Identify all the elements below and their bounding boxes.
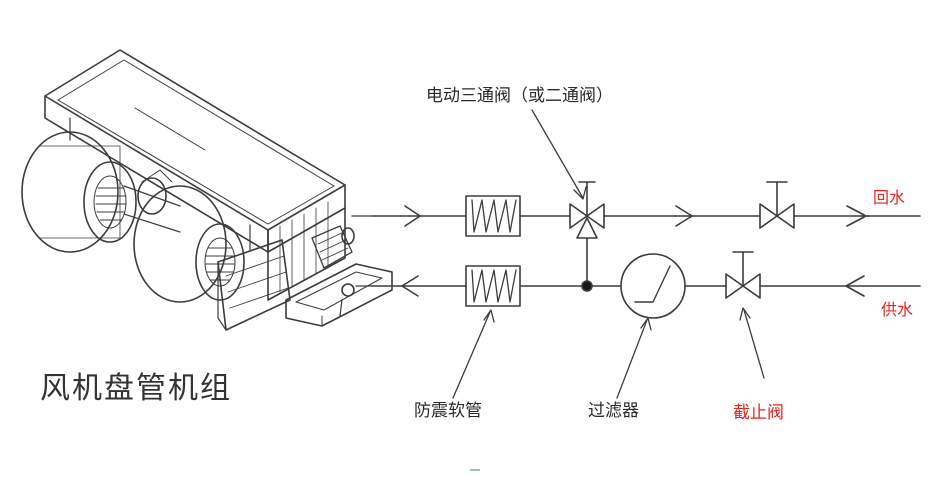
- hose-supply: [465, 265, 521, 307]
- stop-valve-label: 截止阀: [733, 403, 784, 423]
- motorized-three-way-valve: [569, 181, 605, 287]
- return-flow-arrows: [404, 205, 867, 227]
- motorized-valve-label: 电动三通阀（或二通阀）: [426, 86, 613, 106]
- filter-label: 过滤器: [588, 401, 639, 421]
- stop-valve-supply: [725, 251, 761, 299]
- supply-flow-arrows: [401, 275, 865, 297]
- return-water-label: 回水: [873, 188, 906, 207]
- leader-lines: [452, 109, 765, 399]
- anti-vibration-hose-label: 防震软管: [414, 401, 482, 421]
- hose-return: [465, 195, 521, 237]
- stop-valve-return: [759, 181, 795, 229]
- supply-water-label: 供水: [881, 300, 914, 319]
- fan-coil-unit-drawing: [21, 49, 393, 331]
- filter-symbol: [620, 253, 686, 319]
- fan-coil-unit-label: 风机盘管机组: [40, 371, 232, 406]
- tee-junction: [581, 280, 593, 292]
